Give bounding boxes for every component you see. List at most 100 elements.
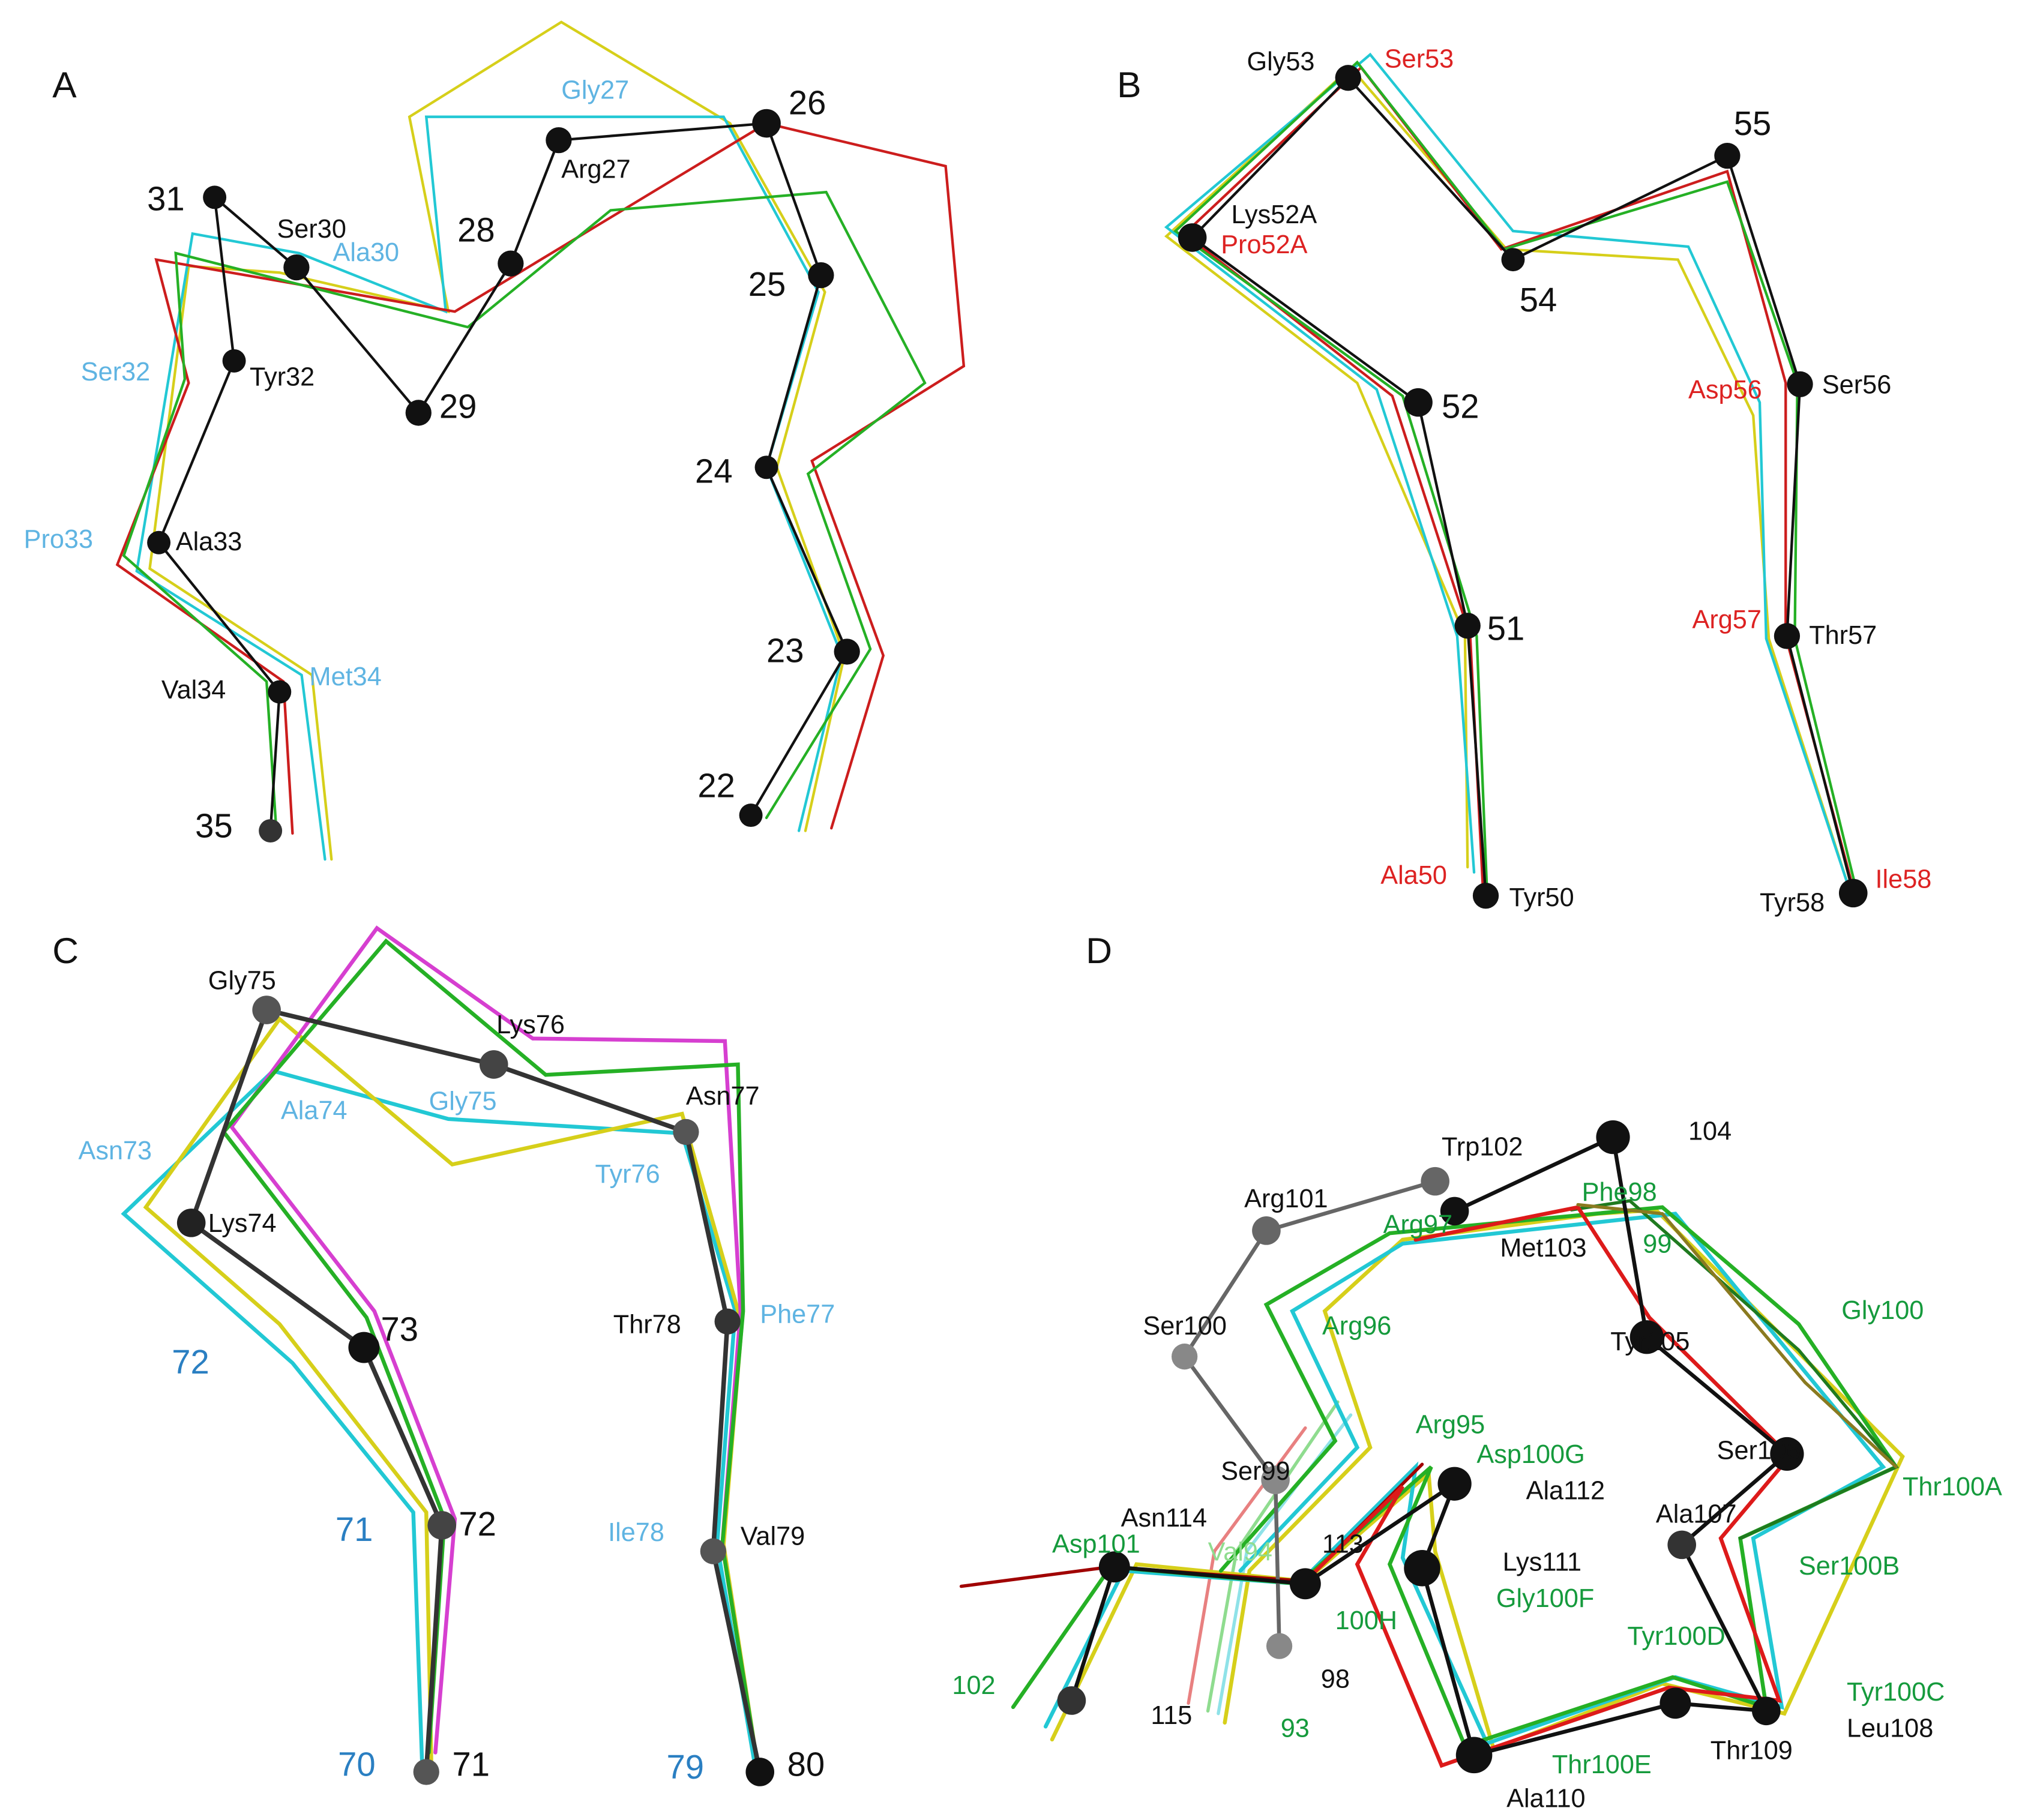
atom	[1440, 1197, 1469, 1226]
residue-labels: 31 Ser30 Ala30 Gly27 26 Arg27 28 25 Ser3…	[24, 76, 826, 844]
panel-c: C Gly75 Lys76 Asn77 Ala74 Gly75 Asn73 Ty…	[52, 925, 835, 1786]
atom	[147, 530, 171, 554]
label: Arg57	[1693, 605, 1762, 634]
atom	[754, 455, 778, 479]
label: Trp102	[1442, 1132, 1523, 1161]
label: Val94	[1208, 1537, 1272, 1566]
atom	[752, 109, 781, 138]
trace-cyan	[121, 1069, 758, 1774]
label: 55	[1734, 104, 1772, 142]
label: Gly100	[1841, 1296, 1924, 1325]
atom	[1404, 1550, 1440, 1587]
panel-b: B Gly53 Ser53 55 Lys52A Pro52A 54 Asp56 …	[1117, 44, 1931, 917]
atom	[259, 819, 283, 843]
label: Thr109	[1711, 1736, 1793, 1765]
trace-black	[1190, 76, 1855, 897]
label: Arg27	[561, 155, 630, 184]
label: 71	[335, 1510, 373, 1548]
label: Tyr58	[1760, 889, 1825, 918]
label: Tyr105	[1610, 1327, 1690, 1356]
label: Ala30	[332, 238, 399, 267]
label: 54	[1520, 281, 1557, 319]
atom	[413, 1759, 439, 1785]
label: Ala112	[1526, 1477, 1605, 1506]
trace-darkgreen	[1569, 1199, 1899, 1540]
label: Asp56	[1688, 376, 1762, 404]
atom	[405, 400, 432, 426]
label: 35	[195, 806, 233, 844]
residue-labels: 104 Trp102 Arg101 Phe98 Arg97 Met103 99 …	[952, 1117, 2002, 1813]
label: Ser100	[1143, 1312, 1226, 1341]
trace-yellow	[1164, 65, 1852, 895]
label: Lys74	[208, 1209, 277, 1238]
atom	[673, 1119, 699, 1146]
ca-atoms	[1178, 65, 1868, 909]
label: Pro33	[24, 525, 93, 554]
label: Thr100E	[1552, 1750, 1652, 1779]
label: Tyr100C	[1847, 1678, 1945, 1707]
trace-olive	[1576, 1203, 1898, 1469]
atom	[808, 262, 834, 289]
trace-green	[221, 938, 761, 1774]
residue-labels: Gly53 Ser53 55 Lys52A Pro52A 54 Asp56 Se…	[1221, 44, 1931, 917]
trace-red	[115, 122, 966, 835]
atom	[546, 127, 572, 154]
label: 93	[1281, 1714, 1310, 1743]
atom	[739, 803, 763, 827]
label: 22	[697, 766, 735, 804]
trace-cyan	[1043, 1212, 1886, 1746]
label: Arg95	[1416, 1410, 1485, 1439]
atom	[1787, 371, 1813, 397]
atom	[1629, 1320, 1664, 1354]
atom	[1501, 248, 1525, 272]
panel-letter: C	[52, 930, 79, 971]
label: 24	[695, 452, 733, 490]
label: 29	[439, 388, 477, 425]
label: 28	[457, 211, 495, 248]
label: 71	[453, 1745, 490, 1783]
label: 31	[147, 179, 185, 217]
atom	[479, 1050, 508, 1079]
label: Tyr76	[595, 1160, 660, 1189]
label: Arg101	[1244, 1185, 1328, 1213]
label: 98	[1321, 1665, 1350, 1693]
label: 51	[1487, 610, 1525, 647]
label: Thr78	[613, 1311, 681, 1339]
atom	[1335, 65, 1361, 91]
label: Asn73	[78, 1137, 152, 1165]
trace-black	[157, 122, 849, 832]
label: Arg97	[1383, 1210, 1452, 1239]
atom	[1454, 613, 1481, 639]
label: Gly27	[561, 76, 629, 104]
atom	[1266, 1633, 1293, 1659]
label: Ser106	[1717, 1437, 1801, 1465]
label: Ser100B	[1799, 1552, 1900, 1581]
atom	[1098, 1551, 1130, 1583]
label: 25	[748, 265, 786, 303]
ca-atoms	[147, 109, 860, 843]
atom	[268, 680, 292, 704]
atom	[1774, 623, 1801, 649]
label: Lys76	[496, 1011, 565, 1039]
atom	[1770, 1437, 1804, 1471]
label: Ala110	[1506, 1784, 1585, 1813]
label: Asn77	[686, 1082, 760, 1111]
label: 102	[952, 1671, 995, 1700]
panel-letter: D	[1086, 930, 1112, 971]
label: 100H	[1335, 1606, 1397, 1635]
atom	[700, 1538, 726, 1564]
atom	[1252, 1216, 1281, 1245]
label: 99	[1643, 1230, 1671, 1259]
label: Thr100A	[1903, 1473, 2002, 1501]
ca-atoms	[176, 996, 775, 1786]
atom	[1289, 1568, 1321, 1600]
label: Asn114	[1121, 1504, 1207, 1533]
atom	[1752, 1696, 1781, 1726]
atom	[1172, 1344, 1198, 1370]
atom	[1714, 142, 1741, 169]
label: 79	[666, 1748, 704, 1786]
panel-a: A 31 Ser30 Ala30 Gly27 26	[24, 20, 966, 861]
label: Pro52A	[1221, 230, 1307, 259]
atom	[834, 638, 860, 665]
